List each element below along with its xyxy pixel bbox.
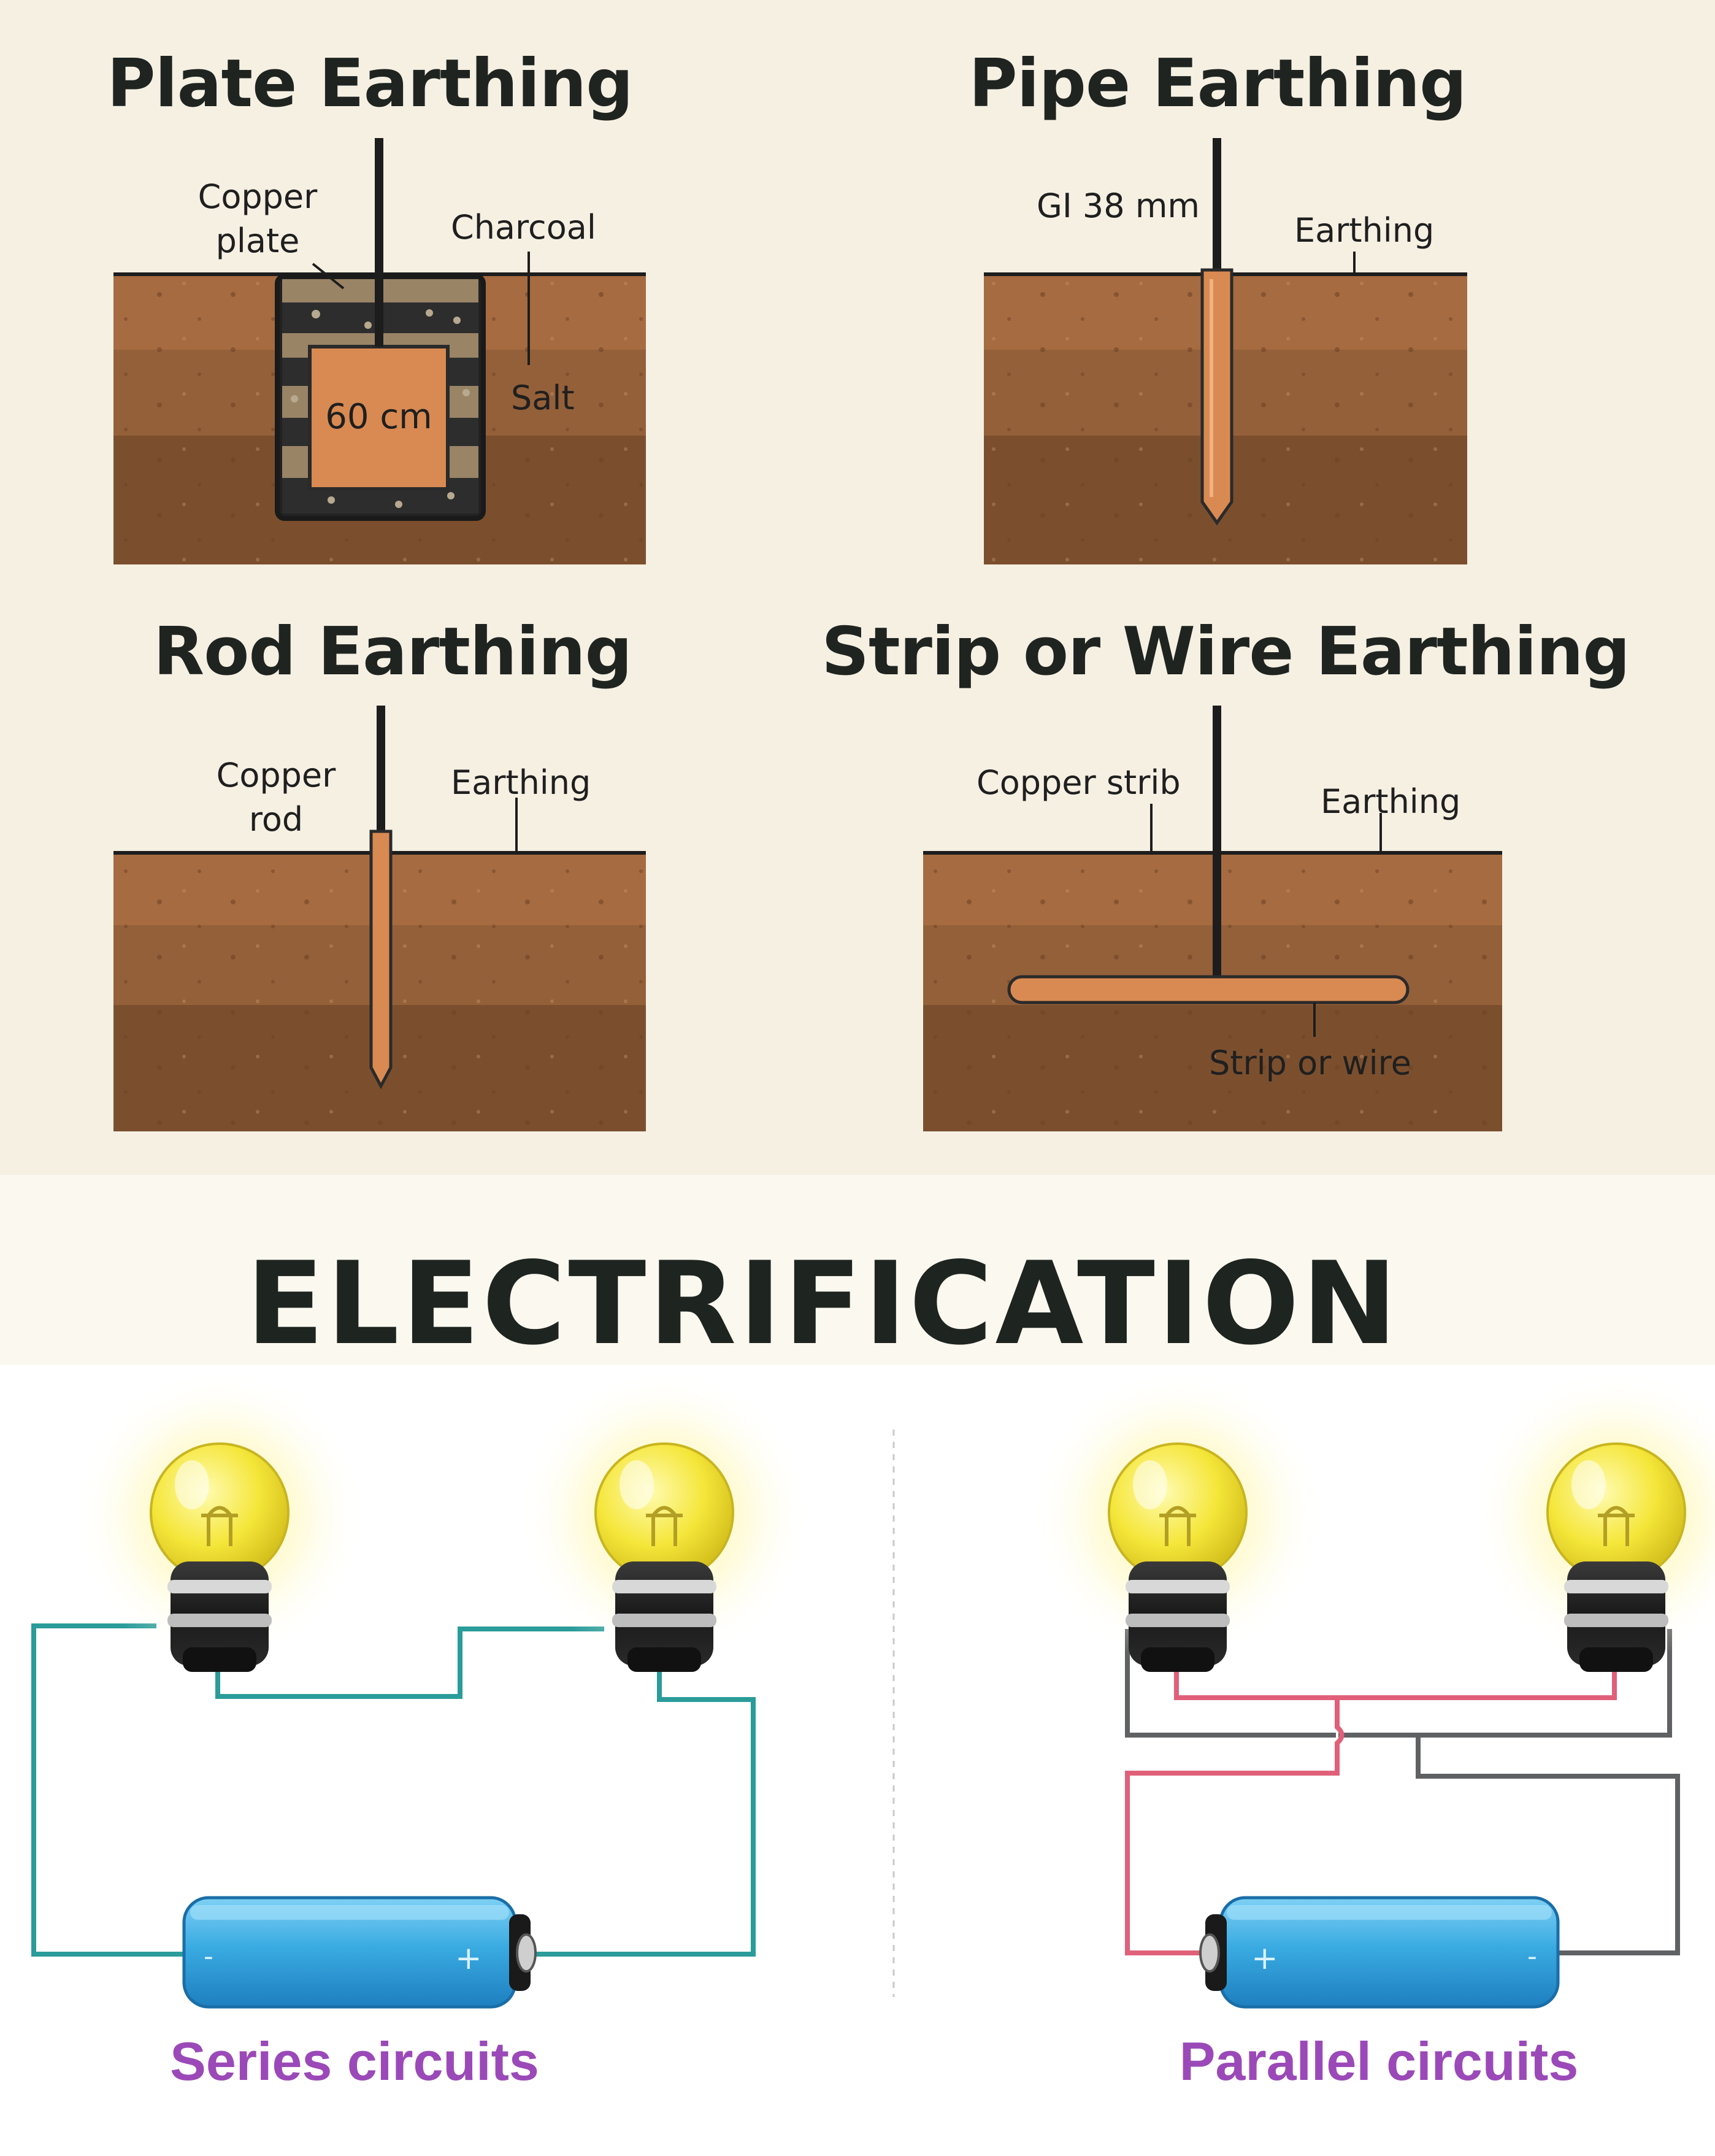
- copper-rod-label: Copper rod: [216, 756, 336, 839]
- parallel-bulb-right: [1469, 1368, 1715, 1672]
- parallel-circuit: + -: [1030, 1368, 1715, 2009]
- series-battery: [182, 1896, 537, 2009]
- rod-earthing-title: Rod Earthing: [153, 614, 632, 690]
- copper-strip-label: Copper strib: [976, 763, 1181, 802]
- series-bulb-right: [517, 1368, 811, 1672]
- earthing-section: Plate Earthing Pipe Earthing Rod Earthin…: [107, 45, 1630, 1131]
- parallel-bulb-left: [1030, 1368, 1325, 1672]
- series-battery-minus: -: [204, 1941, 213, 1972]
- parallel-wire-red-left: [1125, 1698, 1345, 1955]
- strip-earthing-label: Earthing: [1321, 782, 1461, 821]
- series-battery-plus: +: [455, 1940, 482, 1977]
- series-wire-left: [31, 1623, 184, 1957]
- series-circuit: - +: [31, 1368, 811, 2009]
- parallel-wire-gray-right: [1416, 1735, 1680, 1955]
- strip-or-wire-label: Strip or wire: [1209, 1044, 1411, 1082]
- series-wire-right: [528, 1669, 756, 1957]
- copper-rod: [369, 830, 393, 1090]
- parallel-battery: [1199, 1896, 1560, 2009]
- parallel-wire-gray-top-right: [1338, 1629, 1672, 1738]
- plate-size-label: 60 cm: [325, 397, 432, 437]
- gi-pipe: [1200, 268, 1233, 526]
- pipe-earthing-label: Earthing: [1294, 211, 1435, 250]
- strip-soil: [923, 706, 1502, 1131]
- copper-plate: [308, 345, 450, 491]
- pipe-earthing-title: Pipe Earthing: [969, 45, 1467, 122]
- charcoal-label: Charcoal: [451, 208, 596, 247]
- plate-pit: [275, 138, 530, 521]
- earthing-diagrams: [113, 138, 1502, 1131]
- electrification-banner: ELECTRIFICATION: [0, 1175, 1715, 1365]
- copper-strip: [1007, 975, 1410, 1004]
- salt-label: Salt: [511, 379, 575, 417]
- circuits-section: - + + - Series circuits Parallel circu: [0, 1365, 1715, 2156]
- strip-earthing-title: Strip or Wire Earthing: [821, 614, 1630, 690]
- gi-pipe-label: GI 38 mm: [1037, 187, 1200, 225]
- pipe-soil: [984, 138, 1467, 564]
- parallel-wire-gray-top: [1125, 1629, 1336, 1738]
- parallel-battery-minus: -: [1527, 1941, 1537, 1972]
- parallel-circuits-title: Parallel circuits: [1179, 2031, 1579, 2092]
- rod-soil: [113, 706, 646, 1131]
- electrification-title: ELECTRIFICATION: [246, 1237, 1400, 1370]
- series-wire-middle: [215, 1627, 604, 1699]
- copper-plate-label: Copper plate: [198, 177, 318, 260]
- circuits-diagram: - + + -: [31, 1365, 1715, 2009]
- parallel-battery-plus: +: [1251, 1940, 1278, 1977]
- plate-earthing-title: Plate Earthing: [107, 45, 633, 122]
- rod-earthing-label: Earthing: [451, 763, 591, 802]
- parallel-wire-red-top: [1174, 1669, 1617, 1700]
- series-circuits-title: Series circuits: [170, 2031, 539, 2092]
